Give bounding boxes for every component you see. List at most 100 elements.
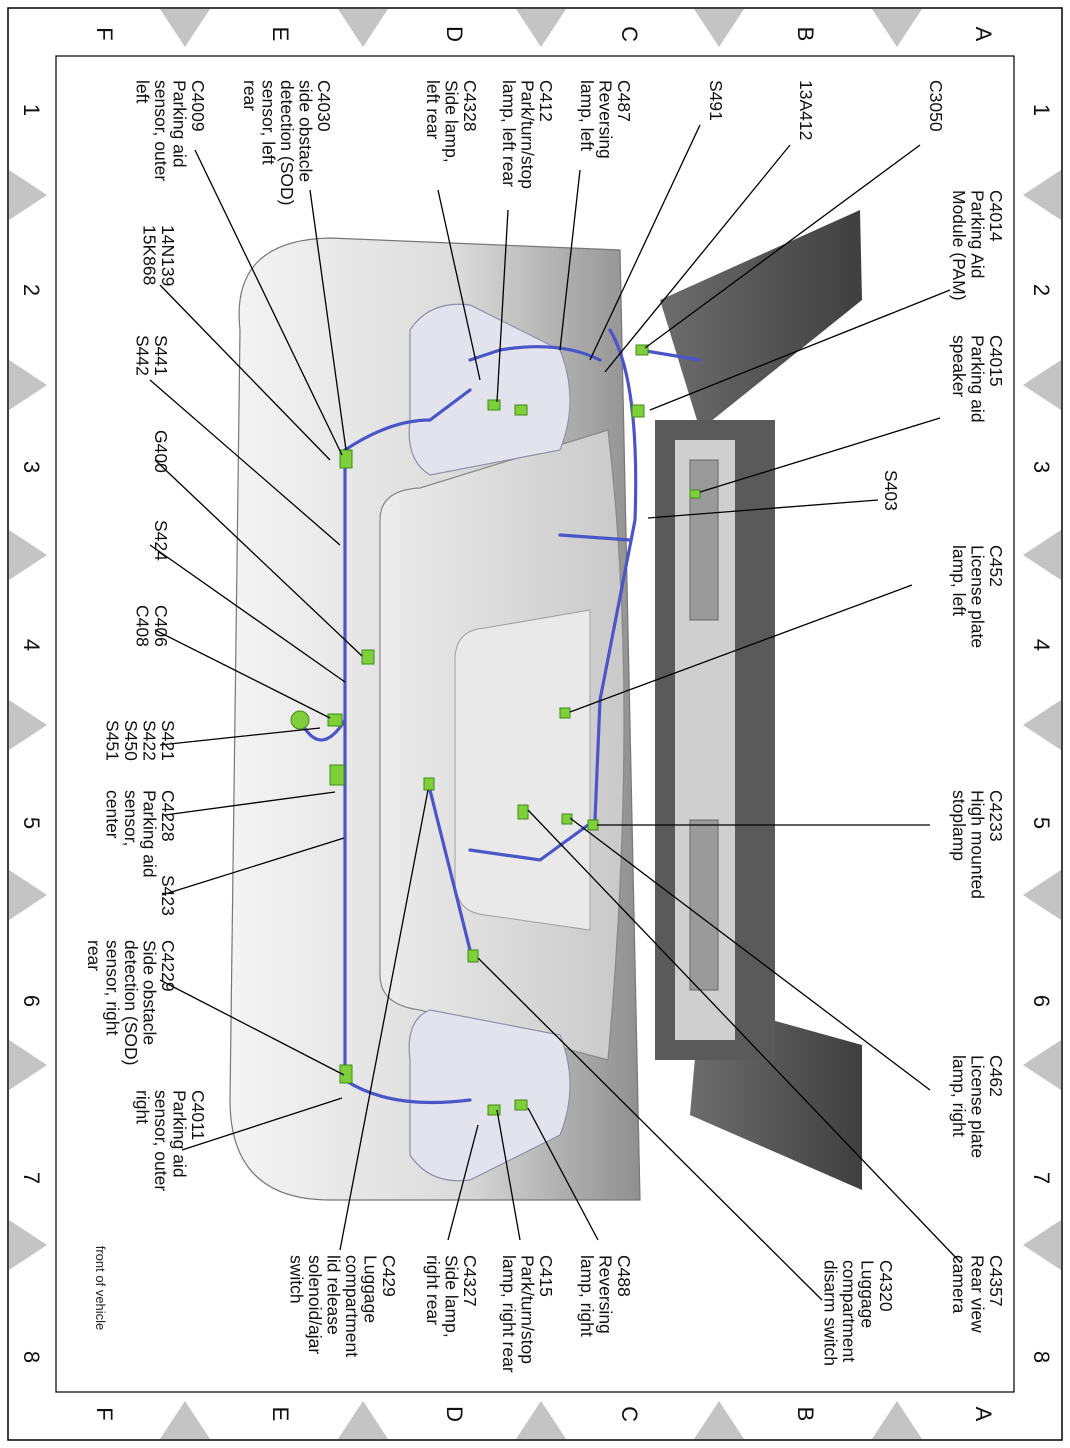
callout-line: right rear <box>423 1255 443 1325</box>
grid-row-label: F <box>92 1407 117 1420</box>
callout-line: C4233 <box>986 790 1006 842</box>
grid-row-label: E <box>268 27 293 42</box>
grid-col-label: 3 <box>1029 461 1054 473</box>
callout-c429: C429Luggagecompartmentlid releasesolenoi… <box>287 1255 400 1357</box>
callout-line: lamp, right <box>577 1255 597 1337</box>
callout-line: S442 <box>133 335 153 376</box>
callout-line: C4229 <box>158 940 178 992</box>
grid-col-label: 6 <box>19 995 44 1007</box>
connector-c412 <box>514 404 528 416</box>
connectors <box>290 344 701 1116</box>
callout-line: High mounted <box>968 790 988 899</box>
callout-line: C408 <box>133 605 153 647</box>
connector-s403 <box>689 489 701 499</box>
grid-col-label: 7 <box>19 1172 44 1184</box>
callout-line: sensor, <box>121 790 141 846</box>
callout-line: lid release <box>324 1255 344 1335</box>
callout-line: disarm switch <box>821 1260 841 1366</box>
callout-line: C412 <box>536 80 556 122</box>
callout-line: detection (SOD) <box>121 940 141 1065</box>
callout-line: 15K868 <box>140 225 160 285</box>
callout-line: C4328 <box>460 80 480 132</box>
callout-line: Side lamp, <box>442 80 462 163</box>
connector-c488 <box>514 1099 528 1111</box>
callout-line: side obstacle <box>296 80 316 182</box>
callout-line: Parking Aid <box>968 190 988 279</box>
callout-line: Parking aid <box>140 790 160 878</box>
grid-col-labels-left: 1 2 3 4 5 6 7 8 <box>19 104 44 1363</box>
callout-c488: C488Reversinglamp, right <box>577 1255 634 1337</box>
callout-line: lamp, left <box>949 545 969 616</box>
callout-line: Rear view <box>968 1255 988 1333</box>
callout-line: C462 <box>986 1055 1006 1097</box>
callout-line: compartment <box>342 1255 362 1357</box>
callout-c462: C462License platelamp, right <box>949 1055 1006 1158</box>
callout-line: C406 <box>151 605 171 647</box>
grid-row-label: A <box>971 1407 996 1422</box>
callout-s424: S424 <box>151 520 171 561</box>
grid-col-label: 1 <box>19 104 44 116</box>
connector-c4015 <box>631 404 645 418</box>
callout-c4015: C4015Parking aidspeaker <box>949 335 1006 423</box>
callout-line: C487 <box>614 80 634 122</box>
callout-s13a412: 13A412 <box>796 80 816 140</box>
grid-markers <box>9 9 1061 1439</box>
grid-col-label: 4 <box>19 639 44 651</box>
connector-s421 <box>290 710 310 730</box>
grid-row-label: D <box>442 1406 467 1422</box>
callout-c4030: C4030side obstacledetection (SOD)sensor,… <box>240 80 334 205</box>
callout-line: right <box>133 1090 153 1124</box>
grid-col-labels-right: 1 2 3 4 5 6 7 8 <box>1029 104 1054 1363</box>
callout-line: compartment <box>839 1260 859 1362</box>
grid-row-label: C <box>617 1406 642 1422</box>
callout-line: S451 <box>103 720 123 761</box>
grid-row-label: A <box>971 27 996 42</box>
callout-line: stoplamp <box>949 790 969 861</box>
grid-row-label: C <box>617 26 642 42</box>
callout-c406: C406C408 <box>133 605 172 647</box>
callout-c4014: C4014Parking AidModule (PAM) <box>949 190 1006 301</box>
connector-c4030 <box>339 449 353 469</box>
callout-line: C4228 <box>158 790 178 842</box>
callout-line: Parking aid <box>170 80 190 168</box>
grid-col-label: 3 <box>19 461 44 473</box>
callout-line: C3050 <box>926 80 946 132</box>
grid-row-labels-bottom: A B C D E F <box>92 1406 996 1422</box>
callout-line: C4011 <box>188 1090 208 1140</box>
callout-line: sensor, right <box>103 940 123 1035</box>
callout-line: Parking aid <box>170 1090 190 1178</box>
grid-col-label: 8 <box>19 1351 44 1363</box>
connector-c415 <box>487 1104 501 1116</box>
grid-col-label: 4 <box>1029 639 1054 651</box>
callout-s403: S403 <box>881 470 901 511</box>
callout-line: center <box>103 790 123 839</box>
callout-c4228: C4228Parking aidsensor,center <box>103 790 179 878</box>
callout-line: speaker <box>949 335 969 397</box>
connector-c452 <box>559 707 571 719</box>
grid-row-label: E <box>268 1407 293 1422</box>
callout-line: C4015 <box>986 335 1006 387</box>
inner-border <box>55 55 1015 1393</box>
callout-line: S403 <box>881 470 901 511</box>
callout-c487: C487Reversinglamp, left <box>577 80 634 159</box>
callout-line: lamp, right <box>949 1055 969 1137</box>
callout-c452: C452License platelamp, left <box>949 545 1006 648</box>
callout-s421: S421S422S450S451 <box>103 720 179 761</box>
callout-line: 13A412 <box>796 80 816 140</box>
connector-c429 <box>423 777 435 791</box>
grid-col-label: 7 <box>1029 1172 1054 1184</box>
connector-c4320 <box>467 949 479 963</box>
callout-c4229: C4229Side obstacledetection (SOD)sensor,… <box>84 940 178 1065</box>
grid-col-label: 2 <box>19 284 44 296</box>
callout-line: lamp, right rear <box>499 1255 519 1373</box>
callout-line: C4327 <box>460 1255 480 1307</box>
callout-c3050: C3050 <box>926 80 946 132</box>
callout-s423: S423 <box>158 875 178 916</box>
callout-c4320: C4320Luggagecompartmentdisarm switch <box>821 1260 897 1366</box>
callout-line: camera <box>949 1255 969 1314</box>
grid-row-label: F <box>92 27 117 40</box>
callout-line: C4030 <box>314 80 334 132</box>
callout-line: S421 <box>158 720 178 761</box>
